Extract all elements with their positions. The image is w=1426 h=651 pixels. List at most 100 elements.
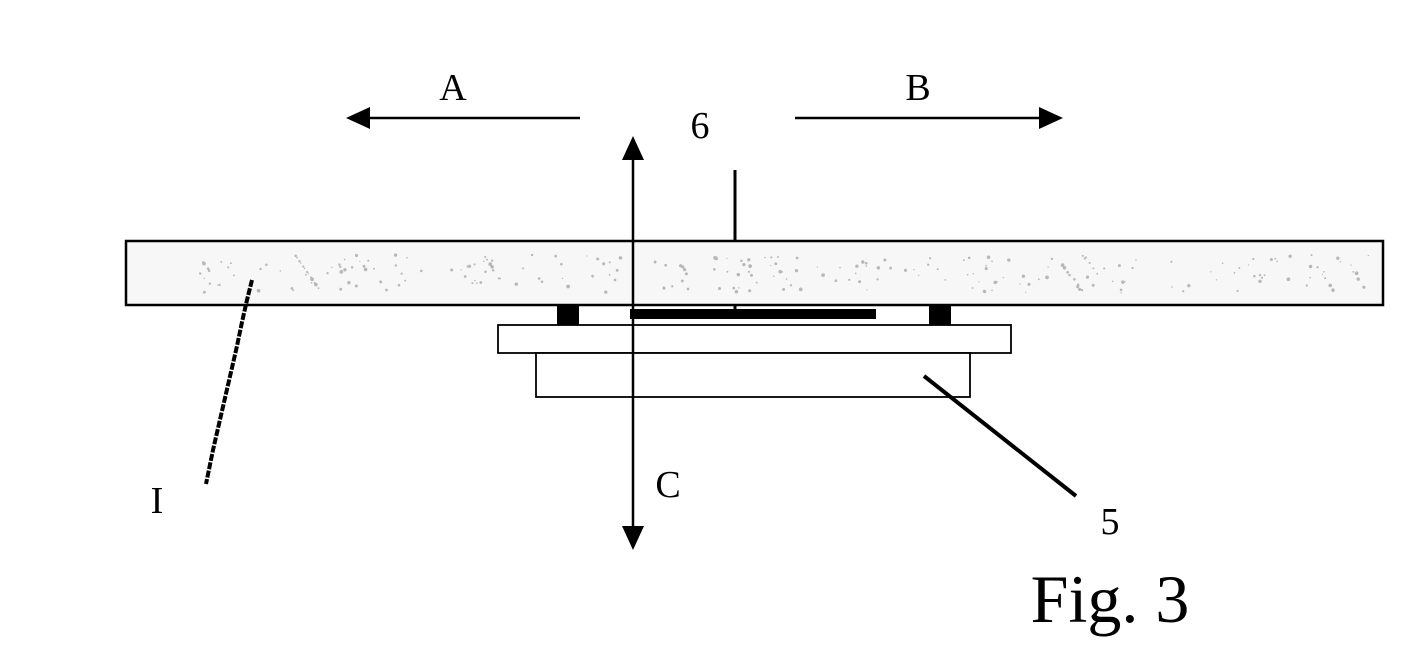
plate-speckle <box>839 266 841 269</box>
plate-speckle <box>608 273 611 276</box>
plate-speckle <box>554 254 558 258</box>
leader-line-1 <box>204 279 254 485</box>
plate-speckle <box>596 257 600 261</box>
plate-speckle <box>490 265 494 269</box>
plate-speckle <box>876 278 879 281</box>
plate-speckle <box>256 288 261 293</box>
plate-speckle <box>229 262 232 265</box>
plate-speckle <box>903 268 908 272</box>
plate-speckle <box>770 256 773 259</box>
plate-speckle <box>1215 279 1218 281</box>
plate-speckle <box>971 287 974 289</box>
plate-speckle <box>1066 270 1069 274</box>
plate-speckle <box>292 289 295 292</box>
plate-speckle <box>604 290 608 294</box>
plate-speckle <box>294 254 298 258</box>
mounting-plate-upper <box>497 324 1012 354</box>
mounting-block-lower <box>535 352 971 398</box>
contact-strip <box>630 309 876 319</box>
plate-speckle <box>726 270 729 273</box>
plate-speckle <box>1331 288 1334 290</box>
plate-speckle <box>736 272 741 277</box>
plate-speckle <box>615 268 619 272</box>
plate-speckle <box>331 266 333 269</box>
plate-speckle <box>397 283 401 287</box>
plate-speckle <box>755 281 758 284</box>
plate-speckle <box>742 262 746 267</box>
plate-speckle <box>991 260 993 263</box>
plate-speckle <box>339 270 344 274</box>
plate-speckle <box>1187 284 1191 288</box>
plate-speckle <box>208 282 212 285</box>
plate-speckle <box>816 266 819 268</box>
plate-speckle <box>354 284 358 288</box>
plate-speckle <box>218 283 221 287</box>
plate-speckle <box>1253 274 1256 278</box>
plate-speckle <box>1310 254 1313 257</box>
plate-speckle <box>734 289 739 294</box>
plate-speckle <box>1352 271 1355 273</box>
plate-speckle <box>996 281 999 283</box>
plate-speckle <box>780 270 783 274</box>
plate-speckle <box>220 260 223 263</box>
plate-speckle <box>794 269 799 273</box>
plate-speckle <box>338 263 341 266</box>
plate-speckle <box>1321 273 1324 276</box>
plate-speckle <box>1252 257 1255 261</box>
plate-speckle <box>1233 271 1236 274</box>
plate-speckle <box>1328 283 1333 288</box>
plate-speckle <box>889 266 893 270</box>
plate-speckle <box>203 277 206 280</box>
plate-speckle <box>1316 266 1319 269</box>
plate-speckle <box>944 279 947 281</box>
plate-speckle <box>972 272 975 275</box>
plate-speckle <box>474 279 476 282</box>
plate-speckle <box>855 264 859 268</box>
plate-speckle <box>1260 276 1264 279</box>
plate-speckle <box>1085 275 1090 279</box>
label-6: 6 <box>691 105 710 147</box>
plate-speckle <box>618 256 623 260</box>
plate-speckle <box>463 275 467 278</box>
plate-speckle <box>747 270 751 273</box>
plate-speckle <box>350 266 354 269</box>
plate-speckle <box>773 275 775 278</box>
plate-speckle <box>217 284 219 286</box>
plate-speckle <box>684 272 688 276</box>
plate-speckle <box>1263 274 1266 277</box>
figure-caption: Fig. 3 <box>1031 561 1190 637</box>
plate-speckle <box>966 273 969 276</box>
plate-speckle <box>770 264 772 267</box>
plate-speckle <box>795 256 799 260</box>
plate-speckle <box>326 272 329 275</box>
plate-speckle <box>1076 285 1080 289</box>
plate-speckle <box>1037 278 1040 281</box>
plate-speckle <box>310 277 314 282</box>
plate-speckle <box>662 286 666 290</box>
label-1: I <box>151 480 164 522</box>
plate-speckle <box>522 267 525 270</box>
plate-speckle <box>982 289 987 294</box>
plate-speckle <box>1247 264 1250 266</box>
plate-speckle <box>491 269 495 272</box>
plate-speckle <box>764 256 766 259</box>
plate-speckle <box>1171 286 1173 288</box>
plate-speckle <box>304 273 307 276</box>
plate-speckle <box>393 253 398 257</box>
plate-speckle <box>713 268 716 271</box>
plate-speckle <box>207 269 211 273</box>
plate-speckle <box>1002 276 1005 279</box>
plate-speckle <box>1350 264 1352 266</box>
plate-speckle <box>202 290 206 294</box>
plate-speckle <box>613 278 617 282</box>
plate-speckle <box>732 286 736 290</box>
label-a: A <box>439 67 467 109</box>
plate-speckle <box>1354 271 1359 276</box>
plate-speckle <box>471 282 474 285</box>
plate-speckle <box>1073 277 1076 281</box>
plate-speckle <box>307 273 309 275</box>
plate-speckle <box>279 270 282 272</box>
plate-speckle <box>602 262 606 266</box>
plate-speckle <box>993 280 998 285</box>
plate-speckle <box>985 264 987 267</box>
